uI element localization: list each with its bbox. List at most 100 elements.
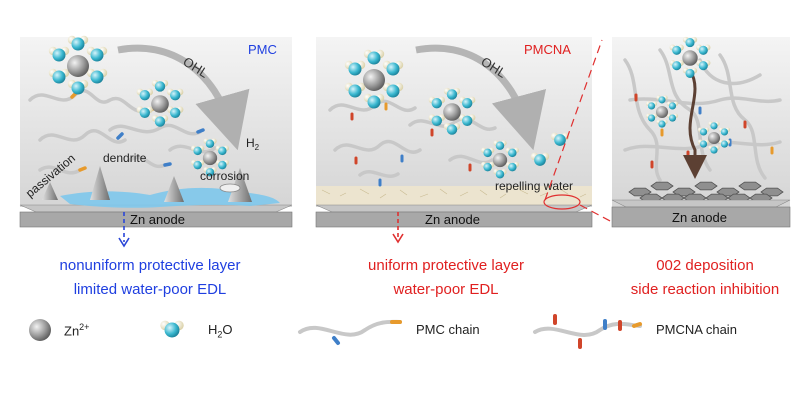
zn-ion [363, 69, 385, 91]
oxygen-atom [554, 134, 566, 146]
oxygen-atom [720, 140, 729, 148]
zn-ion [655, 105, 669, 119]
pmc-caption: nonuniform protective layer limited wate… [20, 254, 280, 302]
oxygen-atom [386, 62, 400, 76]
zoom-anode-label: Zn anode [672, 210, 727, 225]
hydrated-zn-cluster [48, 35, 108, 95]
zoom-deposition-arrow [683, 69, 707, 179]
oxygen-atom [699, 128, 708, 136]
zn-ion [443, 103, 461, 121]
oxygen-atom [483, 148, 492, 158]
pmcna-ohl-arrow [415, 44, 547, 151]
zoom-zn-slab-top [611, 199, 791, 208]
oxygen-atom [710, 146, 718, 154]
oxygen-atom [495, 170, 505, 179]
zoom-caption-line2: side reaction inhibition [630, 281, 780, 298]
oxygen-atom [483, 162, 492, 172]
water-molecule [530, 152, 550, 166]
oxygen-atom [672, 61, 682, 71]
hydrated-zn-cluster [136, 79, 184, 127]
oxygen-atom [685, 38, 695, 48]
panel-pmcna: OHL PMCNA repelling water Zn anode [315, 37, 613, 244]
oxygen-atom [154, 81, 166, 92]
oxygen-atom [658, 120, 666, 128]
zoom-connector-bottom [579, 204, 613, 223]
pmc-corrosion-pit [219, 183, 241, 193]
pmc-dendrite-cone [42, 182, 58, 200]
pmcna-repelling-label: repelling water [495, 179, 573, 193]
hydrated-zn-cluster [481, 140, 519, 179]
hydrated-zn-cluster [669, 36, 711, 78]
oxygen-atom [170, 107, 181, 118]
oxygen-atom [699, 140, 708, 148]
zn-ion [67, 55, 89, 77]
zn-ion-legend-label: Zn2+ [64, 322, 90, 339]
zoom-region-ellipse [543, 194, 581, 210]
oxygen-atom [698, 45, 708, 55]
pmc-polymer-chains [28, 89, 217, 175]
oxygen-atom [431, 98, 442, 109]
pmc-dendrite-cone [164, 176, 184, 202]
pmcna-dashed-arrow-head [392, 233, 404, 244]
oxygen-atom [170, 90, 181, 101]
oxygen-atom [462, 115, 473, 126]
oxygen-atom [218, 160, 227, 170]
oxygen-atom [534, 154, 546, 166]
oxygen-atom [446, 124, 458, 135]
oxygen-atom [52, 48, 66, 62]
oxygen-atom [154, 116, 166, 127]
pmc-chain-legend-label: PMC chain [416, 322, 480, 337]
oxygen-atom [367, 95, 381, 109]
oxygen-atom [164, 322, 180, 338]
pmc-zn-slab-front [19, 211, 293, 228]
pmc-caption-line1: nonuniform protective layer [59, 257, 241, 274]
oxygen-atom [658, 96, 666, 104]
hydrated-zn-cluster [344, 49, 404, 109]
oxygen-atom [348, 62, 362, 76]
pmc-dashed-arrow-head [118, 237, 130, 248]
pmc-corrosion-label: corrosion [200, 169, 249, 183]
zn-hex-plate [650, 181, 674, 191]
pmc-dendrite-cone [228, 168, 252, 202]
oxygen-atom [462, 98, 473, 109]
pmcna-panel-title: PMCNA [524, 42, 571, 57]
oxygen-atom [720, 128, 729, 136]
zn-hex-plate [738, 181, 762, 191]
oxygen-atom [218, 146, 227, 156]
panel-zoom: Zn anode [611, 36, 791, 228]
oxygen-atom [386, 84, 400, 98]
hydrated-zn-cluster [191, 138, 229, 177]
oxygen-atom [71, 37, 85, 51]
pmcna-caption-line1: uniform protective layer [368, 257, 524, 274]
oxygen-atom [348, 84, 362, 98]
pmcna-layer-texture [321, 188, 587, 199]
zn-ion-legend-icon [29, 319, 51, 341]
pmc-anode-label: Zn anode [130, 212, 185, 227]
oxygen-atom [668, 102, 677, 110]
oxygen-atom [90, 70, 104, 84]
oxygen-atom [205, 139, 215, 148]
zn-ion [151, 95, 169, 113]
oxygen-atom [193, 146, 202, 156]
zn-ion [202, 150, 218, 166]
water-molecule [550, 132, 570, 146]
oxygen-atom [710, 122, 718, 130]
oxygen-atom [90, 48, 104, 62]
oxygen-atom [647, 102, 656, 110]
zn-ion [707, 131, 721, 145]
pmcna-protective-layer [316, 186, 592, 205]
zn-ion [682, 50, 698, 66]
pmcna-chain-legend-label: PMCNA chain [656, 322, 737, 337]
pmc-panel-title: PMC [248, 42, 277, 57]
pmcna-zn-slab-front [315, 211, 593, 228]
oxygen-atom [672, 45, 682, 55]
zn-ion [492, 152, 508, 168]
oxygen-atom [446, 89, 458, 100]
pmc-ohl-arrow [117, 44, 250, 151]
zn-hex-plate [694, 181, 718, 191]
panel-pmc: OHL PMC dendrite passivation corrosion H… [19, 35, 293, 248]
oxygen-atom [205, 168, 215, 177]
oxygen-atom [508, 162, 517, 172]
oxygen-atom [71, 81, 85, 95]
